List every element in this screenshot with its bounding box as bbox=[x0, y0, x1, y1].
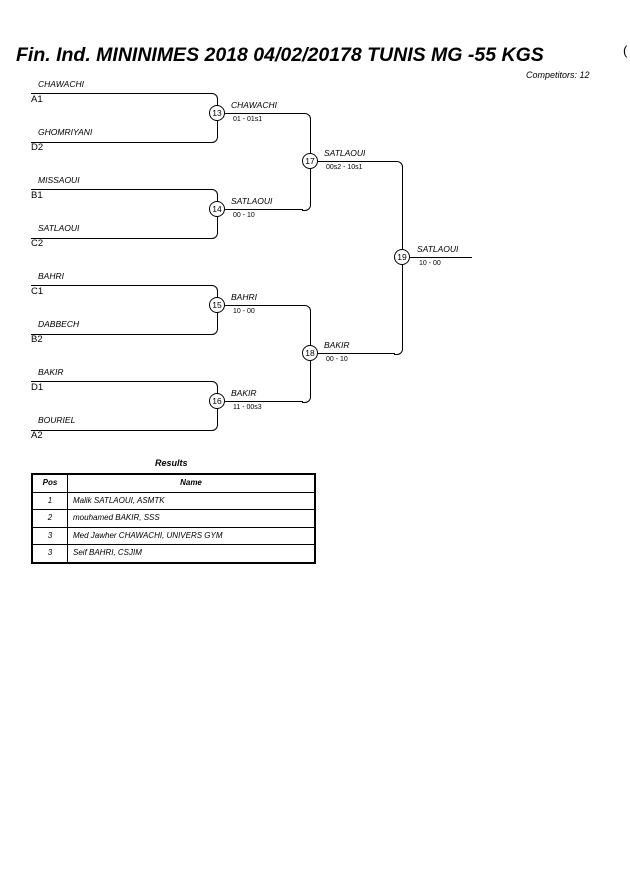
competitor-seed: C1 bbox=[31, 286, 44, 297]
competitor-name: GHOMRIYANI bbox=[38, 127, 93, 137]
results-header-pos: Pos bbox=[31, 473, 68, 493]
results-table: Pos Name 1 Malik SATLAOUI, ASMTK 2 mouha… bbox=[31, 473, 316, 564]
table-row: 2 mouhamed BAKIR, SSS bbox=[31, 509, 316, 528]
winner-name: SATLAOUI bbox=[324, 148, 366, 158]
competitor-name: CHAWACHI bbox=[38, 79, 84, 89]
bracket-connector bbox=[31, 285, 218, 335]
bracket-line bbox=[217, 209, 303, 210]
bracket-line bbox=[217, 401, 303, 402]
match-score: 10 - 00 bbox=[419, 260, 441, 267]
winner-name: BAHRI bbox=[231, 292, 257, 302]
competitor-seed: D1 bbox=[31, 382, 44, 393]
table-row: 3 Seif BAHRI, CSJIM bbox=[31, 544, 316, 563]
page-title: Fin. Ind. MININIMES 2018 04/02/20178 TUN… bbox=[16, 44, 544, 66]
match-number: 14 bbox=[209, 201, 225, 217]
table-row: 3 Med Jawher CHAWACHI, UNIVERS GYM bbox=[31, 526, 316, 545]
competitor-name: BAKIR bbox=[38, 367, 64, 377]
result-name: Med Jawher CHAWACHI, UNIVERS GYM bbox=[67, 526, 316, 545]
bracket-connector bbox=[31, 189, 218, 239]
match-number: 13 bbox=[209, 105, 225, 121]
winner-name: BAKIR bbox=[231, 388, 257, 398]
competitor-name: BOURIEL bbox=[38, 415, 76, 425]
result-name: mouhamed BAKIR, SSS bbox=[67, 509, 316, 528]
table-row: 1 Malik SATLAOUI, ASMTK bbox=[31, 491, 316, 510]
competitor-name: SATLAOUI bbox=[38, 223, 80, 233]
match-score: 01 - 01s1 bbox=[233, 116, 263, 123]
results-title: Results bbox=[155, 458, 188, 468]
result-pos: 1 bbox=[31, 491, 68, 510]
competitor-seed: B1 bbox=[31, 190, 43, 201]
bracket-connector bbox=[31, 381, 218, 431]
competitor-seed: C2 bbox=[31, 238, 44, 249]
match-score: 11 - 00s3 bbox=[233, 404, 262, 411]
competitors-count: Competitors: 12 bbox=[526, 70, 590, 80]
bracket-line bbox=[310, 353, 395, 354]
bracket-line bbox=[217, 113, 303, 114]
bracket-line bbox=[402, 257, 472, 258]
competitor-name: MISSAOUI bbox=[38, 175, 80, 185]
match-number: 19 bbox=[394, 249, 410, 265]
match-score: 00 - 10 bbox=[233, 212, 255, 219]
bracket-connector bbox=[31, 93, 218, 143]
competitor-name: BAHRI bbox=[38, 271, 64, 281]
competitor-name: DABBECH bbox=[38, 319, 80, 329]
bracket-line bbox=[217, 305, 303, 306]
winner-name: BAKIR bbox=[324, 340, 350, 350]
results-header-name: Name bbox=[67, 473, 316, 493]
winner-name: CHAWACHI bbox=[231, 100, 277, 110]
champion-name: SATLAOUI bbox=[417, 244, 459, 254]
competitor-seed: B2 bbox=[31, 334, 43, 345]
title-paren: ( bbox=[623, 43, 628, 58]
competitor-seed: A1 bbox=[31, 94, 43, 105]
match-number: 18 bbox=[302, 345, 318, 361]
match-number: 15 bbox=[209, 297, 225, 313]
result-name: Malik SATLAOUI, ASMTK bbox=[67, 491, 316, 510]
match-score: 00 - 10 bbox=[326, 356, 348, 363]
result-pos: 2 bbox=[31, 509, 68, 528]
competitor-seed: A2 bbox=[31, 430, 43, 441]
bracket-line bbox=[310, 161, 395, 162]
match-score: 10 - 00 bbox=[233, 308, 255, 315]
result-name: Seif BAHRI, CSJIM bbox=[67, 544, 316, 563]
result-pos: 3 bbox=[31, 526, 68, 545]
winner-name: SATLAOUI bbox=[231, 196, 273, 206]
match-score: 00s2 - 10s1 bbox=[326, 164, 363, 171]
match-number: 17 bbox=[302, 153, 318, 169]
result-pos: 3 bbox=[31, 544, 68, 563]
results-header-row: Pos Name bbox=[31, 473, 316, 493]
competitor-seed: D2 bbox=[31, 142, 44, 153]
match-number: 16 bbox=[209, 393, 225, 409]
